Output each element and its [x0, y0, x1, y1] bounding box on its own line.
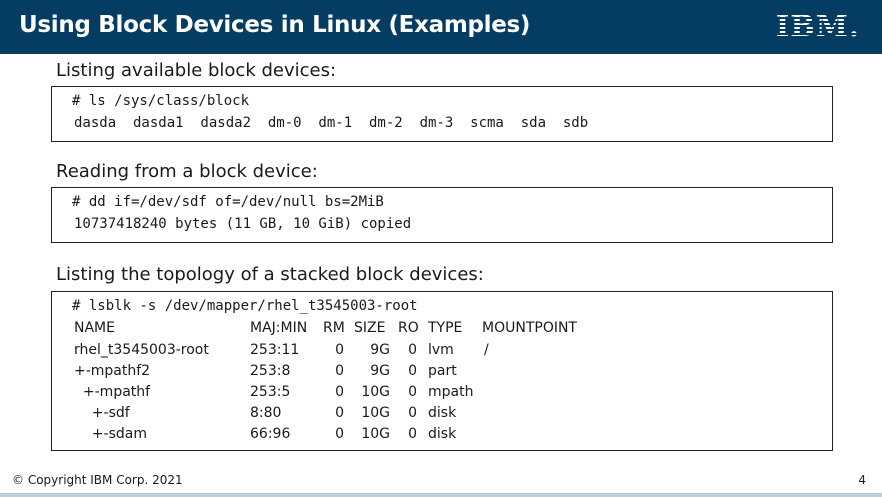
lsblk-cell-mountpoint: / — [484, 342, 489, 358]
column-header-name: NAME — [74, 320, 115, 336]
column-header-mountpoint: MOUNTPOINT — [482, 320, 577, 336]
page-number: 4 — [858, 473, 866, 487]
lsblk-cell-type: disk — [428, 405, 457, 421]
code-box-list-devices: # ls /sys/class/block dasda dasda1 dasda… — [51, 86, 833, 142]
page-title: Using Block Devices in Linux (Examples) — [19, 12, 531, 38]
lsblk-cell-name: +-mpathf2 — [74, 363, 151, 379]
lsblk-cell-ro: 0 — [408, 384, 417, 400]
lsblk-cell-name: +-sdf — [74, 405, 130, 421]
column-header-majmin: MAJ:MIN — [250, 320, 308, 336]
code-box-read-device: # dd if=/dev/sdf of=/dev/null bs=2MiB 10… — [51, 187, 833, 243]
footer-bar — [0, 493, 882, 497]
lsblk-cell-ro: 0 — [408, 426, 417, 442]
column-header-size: SIZE — [354, 320, 386, 336]
copyright: © Copyright IBM Corp. 2021 — [12, 473, 183, 487]
lsblk-cell-name: +-mpathf — [74, 384, 151, 400]
lsblk-cell-ro: 0 — [408, 342, 417, 358]
command-line: # ls /sys/class/block — [72, 93, 250, 109]
lsblk-cell-majmin: 8:80 — [250, 405, 282, 421]
command-line: # dd if=/dev/sdf of=/dev/null bs=2MiB — [72, 194, 384, 210]
output-line: dasda dasda1 dasda2 dm-0 dm-1 dm-2 dm-3 … — [74, 115, 589, 131]
output-line: 10737418240 bytes (11 GB, 10 GiB) copied — [74, 216, 412, 232]
lsblk-cell-size: 9G — [370, 342, 390, 358]
lsblk-cell-majmin: 66:96 — [250, 426, 291, 442]
lsblk-cell-ro: 0 — [408, 405, 417, 421]
lsblk-cell-size: 10G — [361, 426, 390, 442]
lsblk-cell-type: lvm — [428, 342, 454, 358]
column-header-type: TYPE — [428, 320, 463, 336]
lsblk-cell-type: disk — [428, 426, 457, 442]
ibm-logo: IBM. — [775, 9, 860, 43]
lsblk-cell-majmin: 253:5 — [250, 384, 291, 400]
command-line: # lsblk -s /dev/mapper/rhel_t3545003-roo… — [72, 298, 418, 314]
section-label-list-devices: Listing available block devices: — [56, 60, 337, 81]
lsblk-cell-name: +-sdam — [74, 426, 147, 442]
lsblk-cell-majmin: 253:11 — [250, 342, 300, 358]
section-label-topology: Listing the topology of a stacked block … — [56, 264, 484, 285]
header-bar: Using Block Devices in Linux (Examples) … — [0, 0, 882, 54]
lsblk-cell-type: mpath — [428, 384, 474, 400]
section-label-read-device: Reading from a block device: — [56, 161, 318, 182]
lsblk-cell-size: 10G — [361, 405, 390, 421]
column-header-rm: RM — [323, 320, 345, 336]
lsblk-cell-rm: 0 — [335, 384, 344, 400]
lsblk-cell-rm: 0 — [335, 363, 344, 379]
lsblk-cell-ro: 0 — [408, 363, 417, 379]
lsblk-cell-type: part — [428, 363, 457, 379]
lsblk-cell-size: 10G — [361, 384, 390, 400]
lsblk-cell-majmin: 253:8 — [250, 363, 291, 379]
lsblk-cell-rm: 0 — [335, 405, 344, 421]
code-box-topology: # lsblk -s /dev/mapper/rhel_t3545003-roo… — [51, 291, 833, 451]
lsblk-cell-size: 9G — [370, 363, 390, 379]
lsblk-cell-rm: 0 — [335, 426, 344, 442]
lsblk-cell-rm: 0 — [335, 342, 344, 358]
lsblk-cell-name: rhel_t3545003-root — [74, 342, 209, 358]
column-header-ro: RO — [398, 320, 419, 336]
